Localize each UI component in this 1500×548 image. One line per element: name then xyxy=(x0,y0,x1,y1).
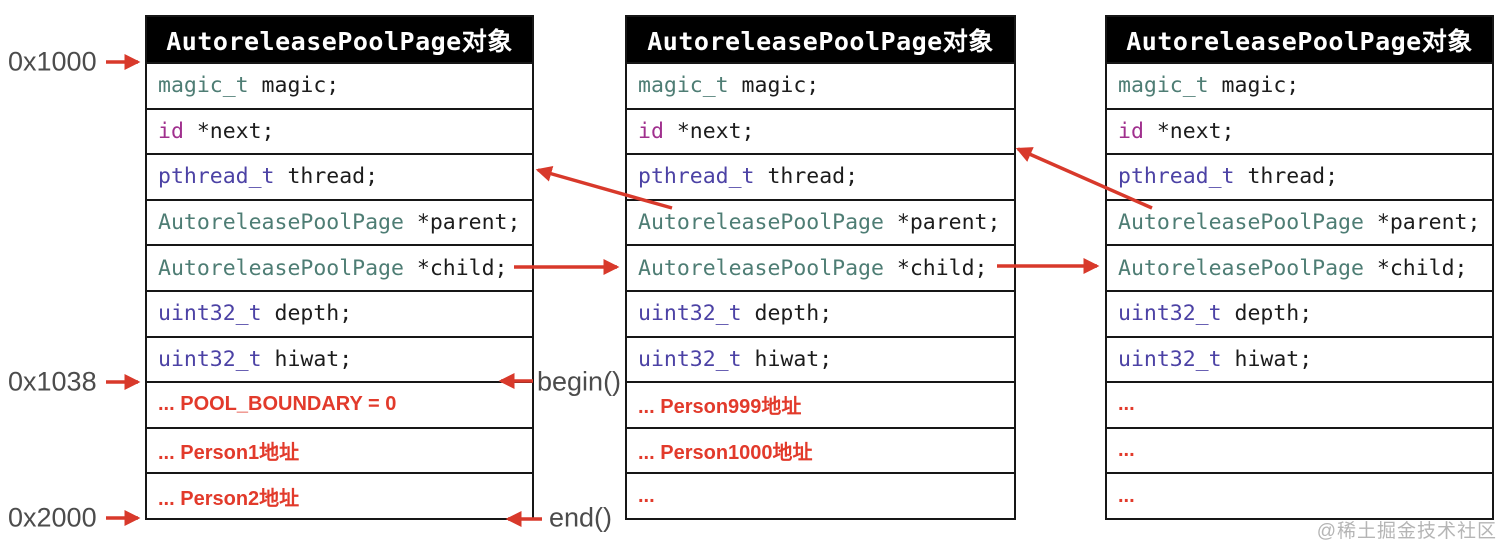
field-row-autoreleasepoolpage: AutoreleasePoolPage *child; xyxy=(147,244,532,290)
field-declaration: thread; xyxy=(274,164,379,190)
field-row-uint32-t: uint32_t hiwat; xyxy=(1107,335,1492,382)
field-declaration: magic; xyxy=(728,73,820,99)
field-row-id: id *next; xyxy=(147,107,532,154)
type-keyword: AutoreleasePoolPage xyxy=(1118,255,1364,281)
field-declaration: *next; xyxy=(183,118,275,144)
type-keyword: AutoreleasePoolPage xyxy=(158,255,404,281)
type-keyword: uint32_t xyxy=(638,346,742,372)
stack-entry-row: ... Person1地址 xyxy=(147,426,532,473)
field-declaration: *parent; xyxy=(883,210,1001,236)
address-label-0x2000: 0x2000 xyxy=(8,502,97,533)
field-declaration: hiwat; xyxy=(1221,346,1313,372)
stack-entry-row: ... Person1000地址 xyxy=(627,426,1014,473)
field-row-id: id *next; xyxy=(627,107,1014,154)
field-declaration: *child; xyxy=(1363,255,1468,281)
type-keyword: uint32_t xyxy=(1118,346,1222,372)
table-title: AutoreleasePoolPage对象 xyxy=(1107,17,1492,62)
stack-entry-row: ... Person2地址 xyxy=(147,472,532,518)
type-keyword: uint32_t xyxy=(1118,301,1222,327)
field-declaration: *next; xyxy=(663,118,755,144)
field-row-pthread-t: pthread_t thread; xyxy=(1107,153,1492,199)
type-keyword: magic_t xyxy=(158,73,249,99)
address-label-0x1000: 0x1000 xyxy=(8,46,97,77)
type-keyword: uint32_t xyxy=(158,346,262,372)
stack-entry-row: ... xyxy=(1107,426,1492,473)
field-declaration: *parent; xyxy=(1363,210,1481,236)
field-row-autoreleasepoolpage: AutoreleasePoolPage *parent; xyxy=(627,198,1014,245)
type-keyword: AutoreleasePoolPage xyxy=(1118,210,1364,236)
field-declaration: magic; xyxy=(248,73,340,99)
field-declaration: magic; xyxy=(1208,73,1300,99)
field-declaration: depth; xyxy=(261,301,353,327)
begin-label: begin() xyxy=(537,366,622,397)
field-declaration: depth; xyxy=(1221,301,1313,327)
field-declaration: *next; xyxy=(1143,118,1235,144)
field-declaration: *child; xyxy=(403,255,508,281)
field-row-uint32-t: uint32_t hiwat; xyxy=(627,335,1014,382)
field-declaration: thread; xyxy=(754,164,859,190)
type-keyword: pthread_t xyxy=(638,164,755,190)
field-declaration: *parent; xyxy=(403,210,521,236)
field-row-id: id *next; xyxy=(1107,107,1492,154)
type-keyword: AutoreleasePoolPage xyxy=(638,210,884,236)
type-keyword: pthread_t xyxy=(1118,164,1235,190)
type-keyword: magic_t xyxy=(1118,73,1209,99)
field-row-uint32-t: uint32_t depth; xyxy=(147,289,532,336)
field-row-autoreleasepoolpage: AutoreleasePoolPage *child; xyxy=(627,244,1014,290)
field-declaration: *child; xyxy=(883,255,988,281)
stack-entry-row: ... Person999地址 xyxy=(627,381,1014,427)
field-row-uint32-t: uint32_t hiwat; xyxy=(147,335,532,382)
field-row-autoreleasepoolpage: AutoreleasePoolPage *parent; xyxy=(1107,198,1492,245)
field-row-autoreleasepoolpage: AutoreleasePoolPage *child; xyxy=(1107,244,1492,290)
end-label: end() xyxy=(549,502,613,533)
field-declaration: depth; xyxy=(741,301,833,327)
address-label-0x1038: 0x1038 xyxy=(8,366,97,397)
type-keyword: magic_t xyxy=(638,73,729,99)
stack-entry-row: ... xyxy=(1107,472,1492,518)
field-row-uint32-t: uint32_t depth; xyxy=(627,289,1014,336)
type-keyword: id xyxy=(638,118,664,144)
type-keyword: AutoreleasePoolPage xyxy=(158,210,404,236)
field-row-pthread-t: pthread_t thread; xyxy=(627,153,1014,199)
type-keyword: pthread_t xyxy=(158,164,275,190)
field-row-magic-t: magic_t magic; xyxy=(147,62,532,108)
table-title: AutoreleasePoolPage对象 xyxy=(627,17,1014,62)
field-row-magic-t: magic_t magic; xyxy=(627,62,1014,108)
field-row-autoreleasepoolpage: AutoreleasePoolPage *parent; xyxy=(147,198,532,245)
field-declaration: hiwat; xyxy=(741,346,833,372)
type-keyword: AutoreleasePoolPage xyxy=(638,255,884,281)
stack-entry-row: ... xyxy=(627,472,1014,518)
type-keyword: uint32_t xyxy=(638,301,742,327)
field-row-pthread-t: pthread_t thread; xyxy=(147,153,532,199)
stack-entry-row: ... xyxy=(1107,381,1492,427)
type-keyword: id xyxy=(1118,118,1144,144)
watermark: @稀土掘金技术社区 xyxy=(1316,521,1497,542)
field-row-uint32-t: uint32_t depth; xyxy=(1107,289,1492,336)
table-title: AutoreleasePoolPage对象 xyxy=(147,17,532,62)
type-keyword: uint32_t xyxy=(158,301,262,327)
field-declaration: thread; xyxy=(1234,164,1339,190)
field-row-magic-t: magic_t magic; xyxy=(1107,62,1492,108)
field-declaration: hiwat; xyxy=(261,346,353,372)
stack-entry-row: ... POOL_BOUNDARY = 0 xyxy=(147,381,532,427)
type-keyword: id xyxy=(158,118,184,144)
